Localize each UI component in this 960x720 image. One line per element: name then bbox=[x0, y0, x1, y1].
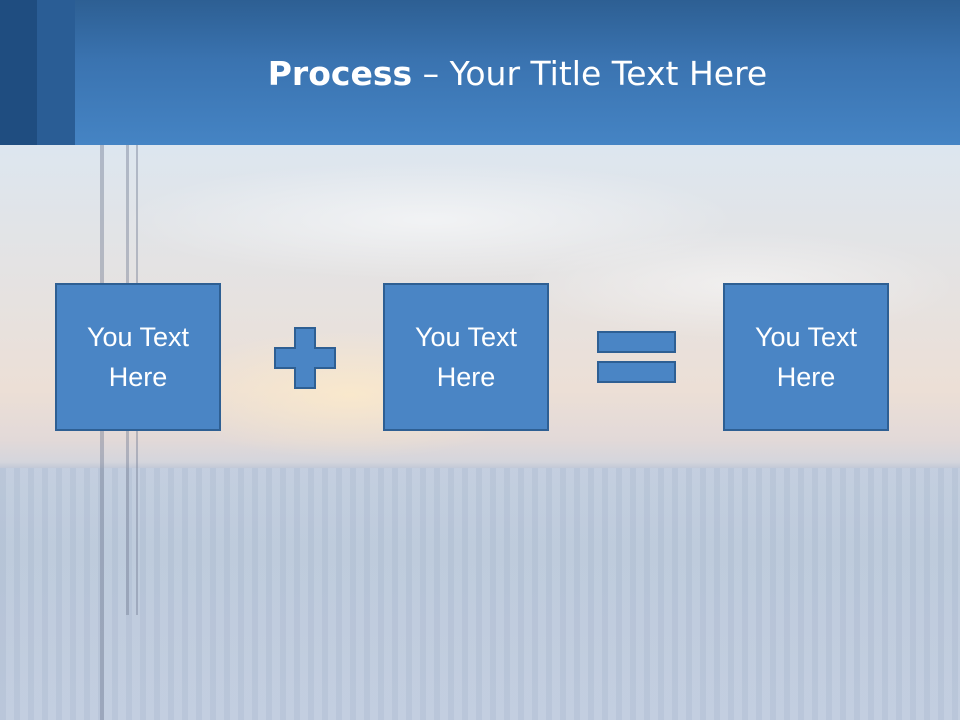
process-box-label: You Text Here bbox=[86, 322, 190, 392]
title-bar: Process – Your Title Text Here bbox=[0, 0, 960, 145]
header-accent-block bbox=[0, 0, 37, 145]
process-box-label: You Text Here bbox=[414, 322, 518, 392]
cloud-layer bbox=[120, 160, 740, 280]
process-box-3[interactable]: You Text Here bbox=[723, 283, 889, 431]
slide-title[interactable]: Process – Your Title Text Here bbox=[75, 52, 960, 96]
plus-icon[interactable] bbox=[274, 327, 336, 389]
antenna-mast bbox=[100, 145, 104, 720]
process-box-2[interactable]: You Text Here bbox=[383, 283, 549, 431]
header-accent-block bbox=[37, 0, 75, 145]
title-bold-text: Process bbox=[267, 54, 413, 93]
horizon bbox=[0, 462, 960, 472]
cityscape bbox=[0, 468, 960, 720]
process-box-1[interactable]: You Text Here bbox=[55, 283, 221, 431]
equals-icon[interactable] bbox=[597, 331, 676, 383]
process-box-label: You Text Here bbox=[754, 322, 858, 392]
title-rest-text: – Your Title Text Here bbox=[412, 54, 768, 93]
